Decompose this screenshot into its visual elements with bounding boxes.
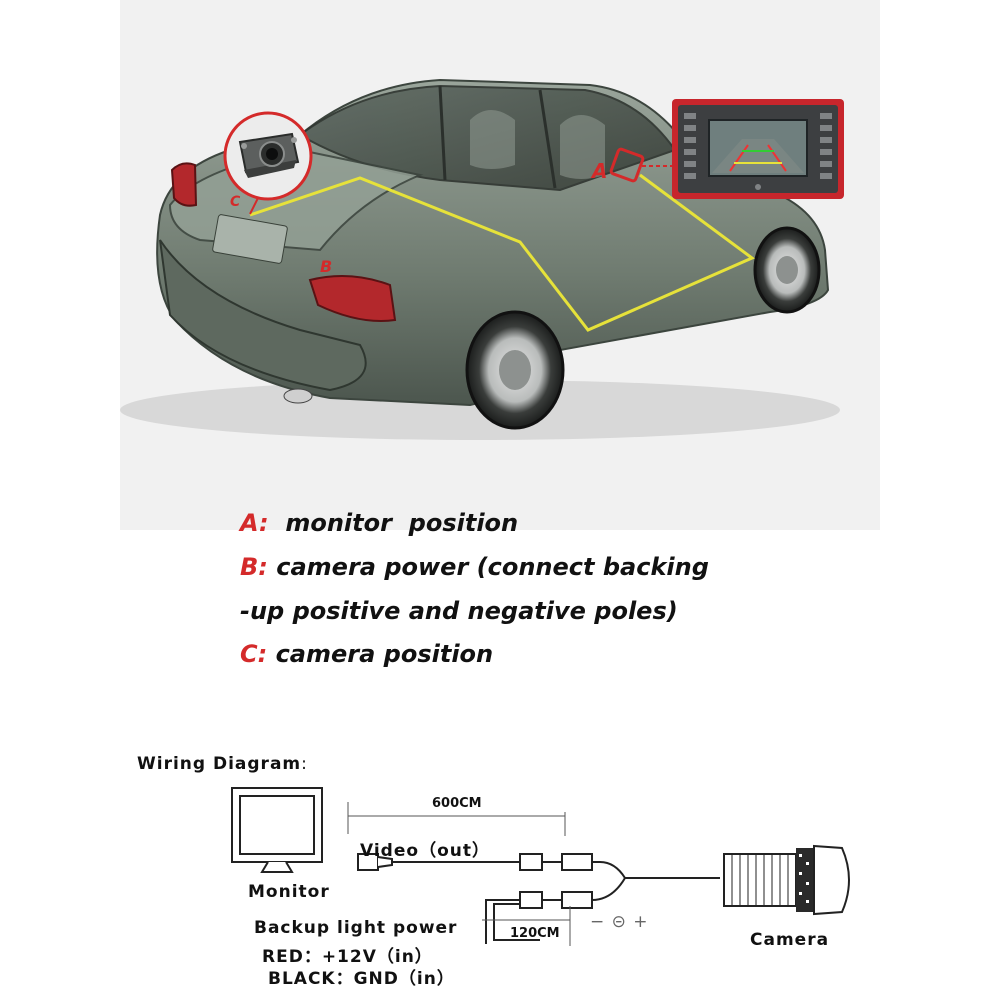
power-connector: [519, 891, 593, 909]
wiring-diagram: Wiring Diagram:: [0, 740, 1001, 1001]
monitor-icon: [231, 787, 323, 873]
camera-cable: [599, 861, 720, 879]
callout-a: A: [590, 159, 607, 183]
legend-text-a: monitor position: [285, 509, 519, 537]
power-label: Backup light power: [254, 918, 458, 938]
power-cable-join: [591, 877, 626, 901]
legend-key-b: B:: [240, 553, 268, 581]
video-label: Video（out）: [360, 841, 490, 861]
exhaust-pipe: [283, 388, 313, 404]
car-illustration: A B C: [120, 78, 840, 440]
legend-text-c: camera position: [275, 640, 494, 668]
legend-item-c: C: camera position: [240, 640, 493, 668]
camera-inset: [223, 111, 313, 201]
power-lead-black: [493, 903, 540, 941]
camera-icon: [723, 844, 850, 916]
car-taillight-right: [308, 275, 397, 322]
car-pillar: [438, 85, 447, 181]
car-rear-bumper: [159, 239, 367, 392]
front-wheel: [753, 226, 821, 314]
video-connector-mid: [519, 853, 600, 871]
black-wire-label: BLACK：GND（in）: [268, 969, 455, 989]
red-wire-label: RED：+12V（in）: [262, 947, 433, 967]
callout-b: B: [320, 257, 332, 276]
legend-item-b: B: camera power (connect backing: [240, 553, 709, 581]
camera-label: Camera: [750, 930, 830, 950]
callout-c: C: [230, 194, 241, 210]
callout-a-marker: [609, 147, 645, 183]
legend-text-b: camera power (connect backing: [276, 553, 709, 581]
license-plate: [212, 214, 288, 264]
polarity-symbol: − ⊝ +: [590, 912, 649, 932]
power-lead-red: [485, 899, 520, 944]
length-main-label: 600CM: [432, 796, 482, 811]
wiring-schematic: [231, 787, 850, 946]
car-seat: [560, 115, 605, 179]
legend-item-b-continued: -up positive and negative poles): [240, 597, 678, 625]
head-unit-buttons: [684, 113, 832, 179]
length-power-label: 120CM: [510, 926, 560, 941]
cable-route-line: [249, 173, 755, 332]
wiring-title: Wiring Diagram:: [137, 754, 308, 774]
wiring-title-text: Wiring Diagram: [137, 754, 302, 774]
car-taillight-left: [170, 162, 198, 207]
rear-wheel: [465, 310, 565, 430]
legend-text-b-continued: -up positive and negative poles): [240, 597, 678, 625]
monitor-label: Monitor: [248, 882, 330, 902]
legend-item-a: A: monitor position: [240, 509, 518, 537]
car-pillar: [538, 89, 557, 189]
legend-key-c: C:: [240, 640, 268, 668]
car-seat: [470, 110, 515, 169]
head-unit-monitor-inset: [672, 99, 844, 199]
legend-key-a: A:: [240, 509, 269, 537]
wiring-title-colon: :: [301, 754, 308, 774]
